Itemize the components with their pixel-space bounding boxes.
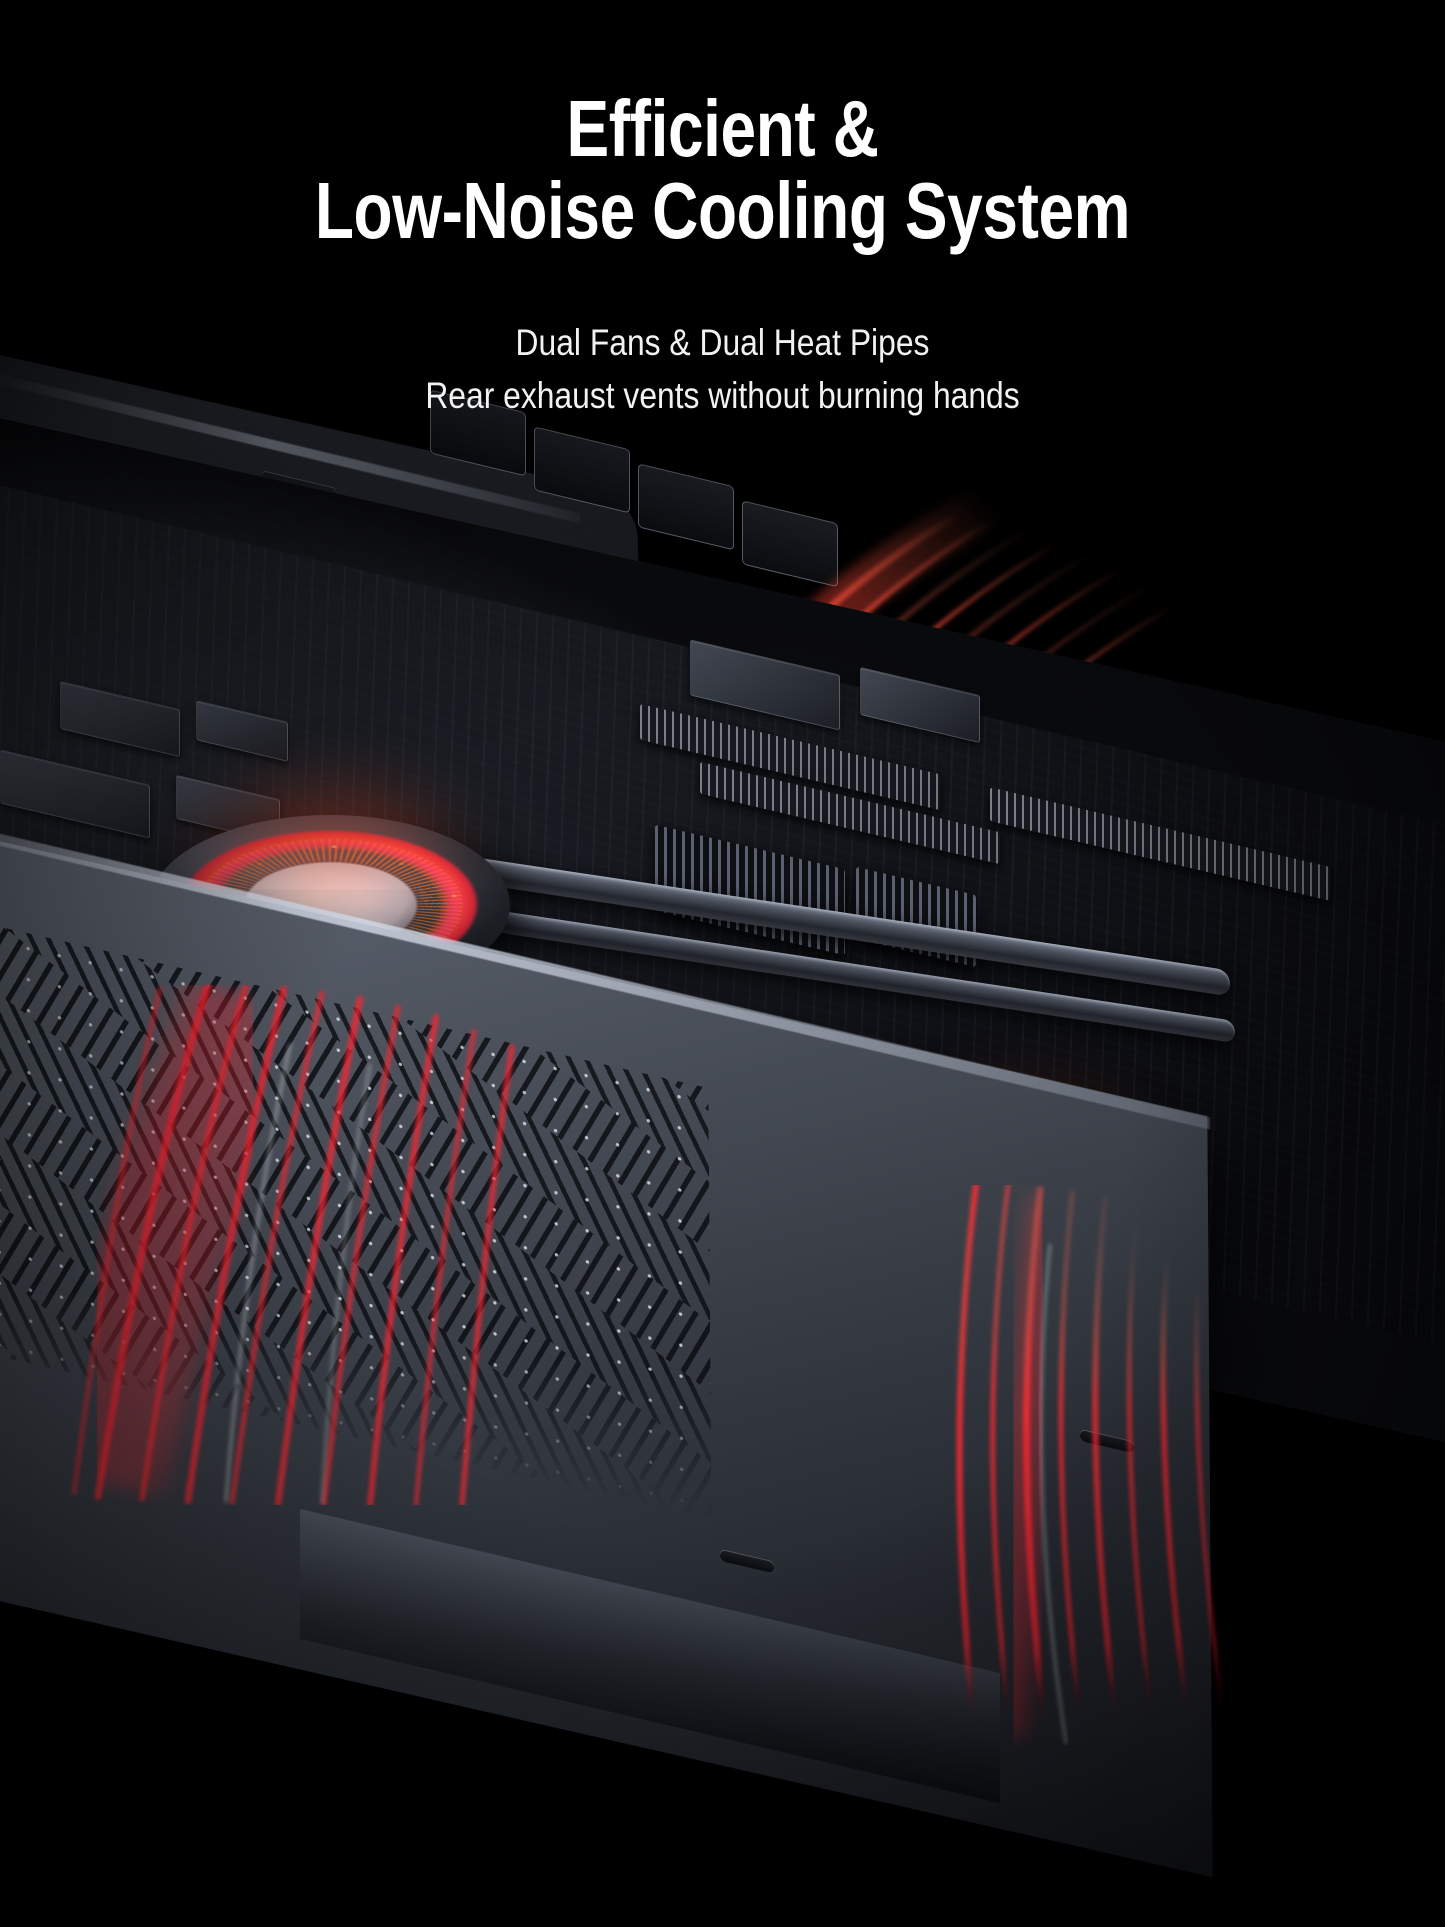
subtitle-line-2: Rear exhaust vents without burning hands: [425, 374, 1020, 416]
vent-slot: [534, 426, 630, 514]
headline-line-1: Efficient &: [566, 84, 879, 173]
page-subtitle: Dual Fans & Dual Heat Pipes Rear exhaust…: [101, 317, 1344, 422]
subtitle-line-1: Dual Fans & Dual Heat Pipes: [515, 322, 930, 364]
vent-slot: [638, 463, 734, 551]
vent-slot: [742, 500, 838, 588]
hero-text-block: Efficient & Low-Noise Cooling System Dua…: [0, 0, 1445, 422]
product-render: [0, 327, 1445, 1927]
page-title: Efficient & Low-Noise Cooling System: [145, 88, 1301, 251]
headline-line-2: Low-Noise Cooling System: [314, 165, 1131, 255]
